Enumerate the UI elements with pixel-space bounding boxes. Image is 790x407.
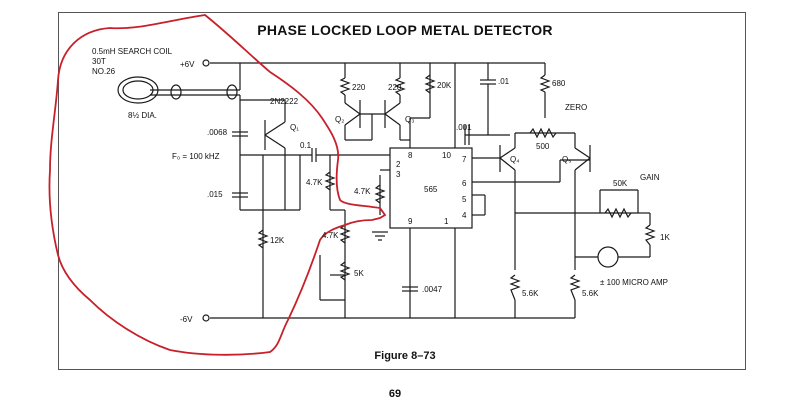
cap-01-label: .01 [498,77,510,86]
res-680-label: 680 [552,79,566,88]
res-12k-label: 12K [270,236,285,245]
supply-terminals [202,59,210,322]
ic-pin-3: 3 [396,170,401,179]
ic-565-label: 565 [424,185,438,194]
neg-supply-label: -6V [180,315,193,324]
q2-label: Q₂ [335,115,344,124]
pos-supply-terminal [202,59,210,67]
diagram-frame [58,12,746,370]
schematic-resistors [257,74,656,301]
res-56k-b-label: 5.6K [582,289,599,298]
pos-supply-label: +6V [180,60,195,69]
res-20k-label: 20K [437,81,452,90]
cap-01-coupling-label: 0.1 [300,141,312,150]
cap-015-label: .015 [207,190,223,199]
ic-pin-6: 6 [462,179,467,188]
pot-50k-label: 50K [613,179,628,188]
frequency-label: F₀ = 100 kHZ [172,152,220,161]
coil-label-line1: 0.5mH SEARCH COIL [92,47,173,56]
res-47k-pot-label: 4.7K [322,231,339,240]
cap-001-label: .001 [456,123,472,132]
zero-label: ZERO [565,103,587,112]
pot-500-label: 500 [536,142,550,151]
ic-pin-8: 8 [408,151,413,160]
neg-supply-terminal [202,314,210,322]
meter-label: ± 100 MICRO AMP [600,278,668,287]
q5-label: Q₅ [562,155,571,164]
coil-label-line3: NO.26 [92,67,116,76]
res-47k-divider-label: 4.7K [306,178,323,187]
res-220-b-label: 220 [388,83,402,92]
ic-pin-5: 5 [462,195,467,204]
page-number: 69 [388,388,402,400]
ic-pin-1: 1 [444,217,449,226]
cap-0047-label: .0047 [422,285,443,294]
figure-caption: Figure 8–73 [374,350,436,362]
q3-label: Q₃ [405,115,414,124]
hand-drawn-annotation-outline [48,14,387,356]
q4-label: Q₄ [510,155,520,164]
ic-pin-9: 9 [408,217,413,226]
ic-pin-4: 4 [462,211,467,220]
diagram-title: PHASE LOCKED LOOP METAL DETECTOR [257,22,553,38]
coil-diameter-label: 8½ DIA. [128,111,157,120]
schematic-wires [117,62,651,319]
coil-label-line2: 30T [92,57,106,66]
cap-0068-label: .0068 [207,128,228,137]
res-47k-pin3-label: 4.7K [354,187,371,196]
res-220-a-label: 220 [352,83,366,92]
pot-5k-label: 5K [354,269,364,278]
ic-pin-2: 2 [396,160,401,169]
res-1k-label: 1K [660,233,670,242]
ic-pin-7: 7 [462,155,467,164]
q1-label: Q₁ [290,123,299,132]
gain-label: GAIN [640,173,660,182]
ic-pin-10: 10 [442,151,451,160]
q1-part-label: 2N2222 [270,97,299,106]
res-56k-a-label: 5.6K [522,289,539,298]
